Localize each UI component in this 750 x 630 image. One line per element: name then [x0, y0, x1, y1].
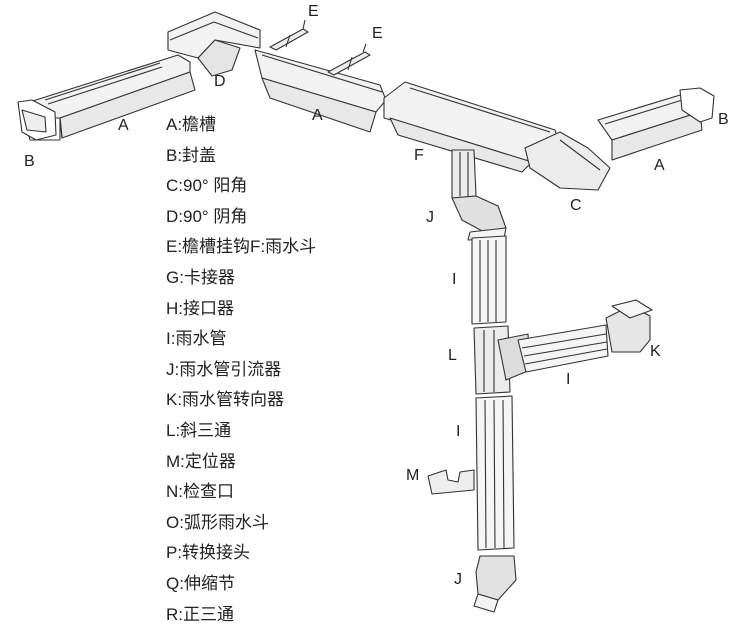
end-cap-left — [17, 99, 57, 141]
callout-f: F — [414, 147, 424, 164]
callout-k: K — [650, 343, 661, 360]
callout-i-upper: I — [452, 271, 456, 288]
end-cap-right — [679, 87, 715, 123]
gutter-hooks — [269, 19, 371, 76]
gutter-right — [597, 91, 703, 161]
callout-e-lower: E — [372, 25, 383, 42]
bottom-shoe — [473, 555, 517, 613]
callout-i-side: I — [566, 371, 570, 388]
callout-l: L — [448, 347, 457, 364]
legend-item: J:雨水管引流器 — [166, 359, 282, 379]
legend-item: M:定位器 — [166, 451, 236, 471]
pipe-offset — [605, 299, 653, 353]
downpipe-lower — [475, 395, 515, 551]
callout-e-upper: E — [308, 3, 319, 20]
callout-d: D — [214, 73, 226, 90]
downpipe-upper — [471, 235, 507, 325]
callout-b-left: B — [24, 153, 35, 170]
gutter-middle — [254, 49, 387, 133]
callout-j-lower: J — [454, 571, 462, 588]
legend-item: Q:伸缩节 — [166, 573, 235, 593]
legend-item: B:封盖 — [166, 145, 217, 165]
outer-corner — [524, 131, 611, 191]
legend-item: R:正三通 — [166, 604, 234, 624]
inner-corner — [167, 11, 261, 77]
legend-item: N:检查口 — [166, 482, 234, 502]
callout-a-middle: A — [312, 107, 323, 124]
legend-item: P:转换接头 — [166, 543, 251, 563]
callout-i-lower: I — [456, 423, 460, 440]
legend-item: D:90° 阴角 — [166, 206, 248, 226]
legend-item: K:雨水管转向器 — [166, 390, 285, 410]
callout-m: M — [406, 467, 419, 484]
legend-item: A:檐槽 — [166, 115, 217, 134]
downpipe-side — [517, 324, 609, 373]
gutter-center-right — [383, 81, 559, 173]
legend-item: L:斜三通 — [166, 420, 232, 440]
legend-item: E:檐槽挂钩F:雨水斗 — [166, 237, 317, 257]
component-legend: A:檐槽 B:封盖 C:90° 阳角 D:90° 阴角 E:檐槽挂钩F:雨水斗 … — [166, 110, 376, 630]
legend-item: I:雨水管 — [166, 329, 227, 349]
legend-item: H:接口器 — [166, 298, 234, 318]
callout-a-right: A — [654, 157, 665, 174]
outlet-and-elbow — [451, 149, 507, 241]
callout-j-upper: J — [426, 209, 434, 226]
legend-item: G:卡接器 — [166, 267, 235, 287]
callout-c: C — [570, 197, 582, 214]
branch-tee — [473, 325, 531, 395]
pipe-bracket — [427, 469, 475, 495]
legend-item: C:90° 阳角 — [166, 176, 248, 196]
callout-b-right: B — [718, 111, 729, 128]
callout-a-left: A — [118, 117, 129, 134]
legend-item: O:弧形雨水斗 — [166, 512, 269, 532]
